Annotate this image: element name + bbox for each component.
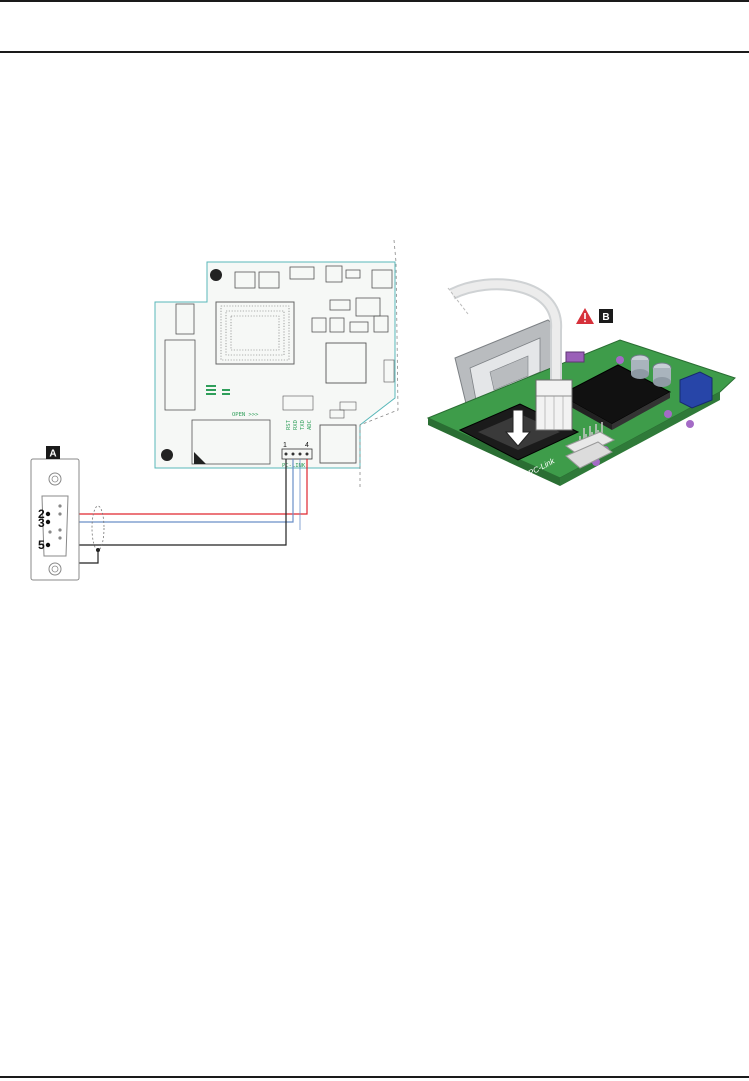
pin-label-3: 3 [38, 516, 45, 530]
pcb-pin-name-2: RXD [293, 420, 299, 430]
footer-rule [0, 1076, 749, 1078]
header-pin-first: 1 [283, 442, 287, 449]
pcb-pin-name-4: ADC [307, 420, 313, 430]
db9-connector: 2 3 5 [31, 459, 79, 580]
pcb-open-label: OPEN >>> [232, 412, 259, 418]
control-board-drawing: OPEN >>> RST RXD TXD ADC 1 4 PC-LINK [155, 240, 398, 488]
header-pin-last: 4 [305, 442, 309, 449]
pin-label-5: 5 [38, 538, 45, 552]
serial-wires [48, 459, 307, 545]
wire-black [48, 459, 286, 545]
warning-triangle-icon [576, 308, 594, 324]
cable-shield [92, 506, 104, 550]
pcb-pin-names: RST RXD TXD ADC [286, 419, 313, 430]
callout-b-label: B [602, 312, 609, 323]
pcb-pin-name-1: RST [286, 419, 292, 430]
callout-a-label: A [49, 449, 56, 460]
pcb-pin-name-3: TXD [300, 420, 306, 430]
